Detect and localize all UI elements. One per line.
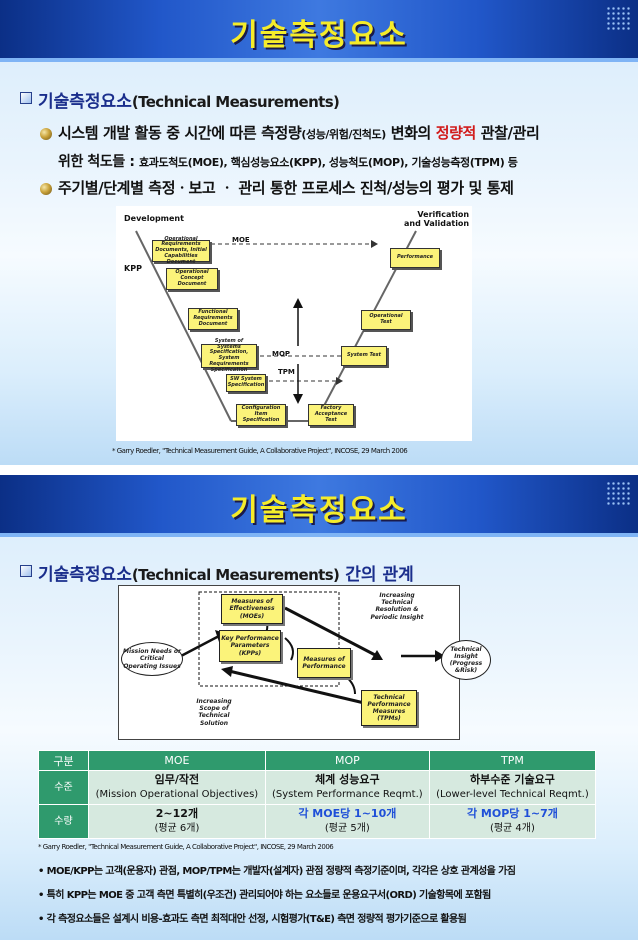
- table-cell: 임무/작전 (Mission Operational Objectives): [88, 770, 266, 805]
- bullet-1-emphasis: 정량적: [435, 124, 477, 142]
- slide-1: 기술측정요소 기술측정요소(Technical Measurements) 시스…: [0, 0, 638, 465]
- row-label: 수준: [38, 770, 89, 805]
- tpm-label: TPM: [278, 368, 295, 376]
- tpm-box: Technical Performance Measures (TPMs): [361, 690, 417, 726]
- slide-2: 기술측정요소 기술측정요소(Technical Measurements) 간의…: [0, 475, 638, 940]
- table-row: 수량 2~12개 (평균 6개) 각 MOE당 1~10개 (평균 5개) 각 MO…: [38, 804, 597, 839]
- technical-insight-oval: Technical Insight (Progress &Risk): [441, 640, 491, 680]
- dot-pattern-decoration: [606, 6, 630, 30]
- heading-suffix: 간의 관계: [339, 565, 414, 585]
- header-cell: 구분: [38, 750, 89, 771]
- relationship-figure: Measures of Effectiveness (MOEs) Key Per…: [118, 585, 491, 740]
- section-heading: 기술측정요소(Technical Measurements): [38, 87, 340, 112]
- operational-requirements-box: Operational Requirements Documents, Init…: [152, 236, 210, 265]
- moe-box: Measures of Effectiveness (MOEs): [221, 594, 283, 624]
- system-of-systems-box: System of Systems Specification, System …: [201, 338, 257, 372]
- bullet-1-cont-measures: 효과도척도(MOE), 핵심성능요소(KPP), 성능척도(MOP), 기술성능…: [139, 156, 518, 169]
- operational-concept-box: Operational Concept Document: [166, 268, 218, 290]
- bullet-2: 주기별/단계별 측정ㆍ보고 ㆍ 관리 통한 프로세스 진척/성능의 평가 및 통…: [58, 179, 514, 197]
- configuration-item-box: Configuration Item Specification: [236, 404, 286, 426]
- mop-box: Measures of Performance: [297, 648, 351, 678]
- table-cell: 체계 성능요구 (System Performance Reqmt.): [264, 770, 430, 805]
- bullet-ball-icon: [40, 183, 52, 195]
- cell-main: 2~12개: [155, 807, 199, 821]
- mop-label: MOP: [272, 350, 291, 358]
- citation: * Garry Roedler, "Technical Measurement …: [112, 447, 408, 455]
- table-cell: 각 MOE당 1~10개 (평균 5개): [264, 804, 430, 839]
- title-band: [0, 475, 638, 537]
- dot-pattern-decoration: [606, 481, 630, 505]
- table-row: 수준 임무/작전 (Mission Operational Objectives)…: [38, 770, 597, 805]
- note-2: • 특히 KPP는 MOE 중 고객 측면 특별히(우조건) 관리되어야 하는 …: [38, 890, 491, 901]
- mission-needs-oval: Mission Needs or Critical Operating Issu…: [121, 642, 183, 676]
- cell-sub: (Mission Operational Objectives): [95, 789, 259, 801]
- bullet-1-mid: 변화의: [385, 124, 436, 142]
- title-band: [0, 0, 638, 62]
- comparison-table: 구분 MOE MOP TPM 수준 임무/작전 (Mission Operatio…: [38, 750, 597, 839]
- performance-box: Performance: [390, 248, 440, 268]
- header-cell: MOE: [88, 750, 266, 771]
- citation: * Garry Roedler, "Technical Measurement …: [38, 843, 334, 851]
- heading-korean: 기술측정요소: [38, 92, 132, 112]
- slide-title: 기술측정요소: [230, 493, 408, 528]
- bullet-1-continuation: 위한 척도들 : 효과도척도(MOE), 핵심성능요소(KPP), 성능척도(M…: [58, 151, 518, 171]
- system-test-box: System Test: [341, 346, 387, 366]
- cell-sub: (평균 4개): [489, 823, 535, 835]
- bullet-1-paren: (성능/위험/진척도): [301, 128, 386, 141]
- heading-english: (Technical Measurements): [131, 566, 340, 584]
- increasing-scope-text: Increasing Scope of Technical Solution: [196, 698, 232, 727]
- development-label: Development: [124, 214, 184, 223]
- square-bullet-icon: [20, 565, 32, 577]
- factory-acceptance-box: Factory Acceptance Test: [308, 404, 354, 426]
- moe-label: MOE: [232, 236, 250, 244]
- row-label: 수량: [38, 804, 89, 839]
- operational-test-box: Operational Test: [361, 310, 411, 330]
- header-cell: TPM: [428, 750, 597, 771]
- table-cell: 하부수준 기술요구 (Lower-level Technical Reqmt.): [428, 770, 597, 805]
- sw-system-box: SW System Specification: [226, 374, 266, 392]
- cell-main: 체계 성능요구: [315, 773, 380, 787]
- note-1: • MOE/KPP는 고객(운용자) 관점, MOP/TPM는 개발자(설계자)…: [38, 866, 516, 877]
- verification-label: Verification and Validation: [404, 210, 470, 228]
- table-cell: 각 MOP당 1~7개 (평균 4개): [428, 804, 597, 839]
- table-header-row: 구분 MOE MOP TPM: [38, 750, 597, 771]
- bullet-1-text: 시스템 개발 활동 중 시간에 따른 측정량: [58, 124, 302, 142]
- cell-main: 각 MOE당 1~10개: [298, 807, 397, 821]
- cell-sub: (평균 5개): [324, 823, 370, 835]
- increasing-resolution-text: Increasing Technical Resolution & Period…: [370, 592, 424, 621]
- cell-main: 하부수준 기술요구: [470, 773, 555, 787]
- cell-sub: (System Performance Reqmt.): [272, 789, 423, 801]
- slide-title: 기술측정요소: [230, 18, 408, 53]
- heading-korean: 기술측정요소: [38, 565, 132, 585]
- heading-english: (Technical Measurements): [131, 93, 340, 111]
- header-cell: MOP: [264, 750, 430, 771]
- bullet-ball-icon: [40, 128, 52, 140]
- cell-sub: (Lower-level Technical Reqmt.): [436, 789, 589, 801]
- bullet-1: 시스템 개발 활동 중 시간에 따른 측정량(성능/위험/진척도) 변화의 정량…: [58, 122, 540, 143]
- cell-sub: (평균 6개): [154, 823, 200, 835]
- bullet-1-tail: 관찰/관리: [475, 124, 540, 142]
- note-3: • 각 측정요소들은 설계시 비용-효과도 측면 최적대안 선정, 시험평가(T…: [38, 914, 467, 925]
- table-cell: 2~12개 (평균 6개): [88, 804, 266, 839]
- v-model-figure: Development Verification and Validation …: [116, 206, 472, 441]
- functional-requirements-box: Functional Requirements Document: [188, 308, 238, 330]
- kpp-label: KPP: [124, 264, 142, 273]
- cell-main: 임무/작전: [154, 773, 200, 787]
- square-bullet-icon: [20, 92, 32, 104]
- kpp-box: Key Performance Parameters (KPPs): [219, 630, 281, 662]
- section-heading: 기술측정요소(Technical Measurements) 간의 관계: [38, 560, 414, 585]
- cell-main: 각 MOP당 1~7개: [466, 807, 558, 821]
- bullet-1-cont-text: 위한 척도들 :: [58, 154, 140, 170]
